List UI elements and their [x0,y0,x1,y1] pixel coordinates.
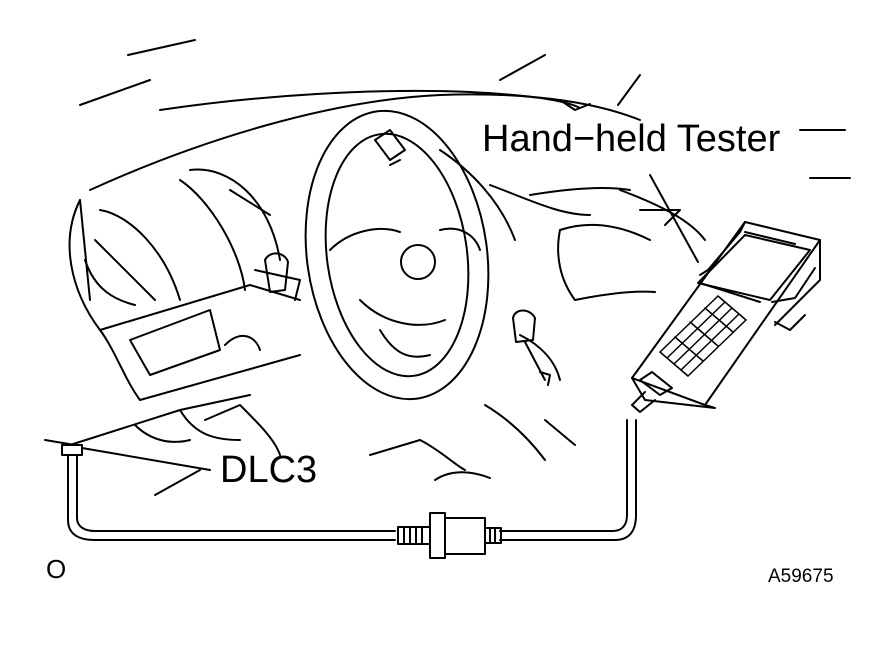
gear-shifter [513,311,560,386]
dlc3-leader-line [82,448,210,470]
figure-code-label: A59675 [768,566,834,587]
steering-wheel [288,99,507,411]
dlc3-label: DLC3 [220,449,318,491]
hand-held-tester [632,222,820,412]
tester-keypad [660,296,746,376]
inline-connector [398,513,501,558]
tester-leader-line [650,175,698,262]
lower-dash-panel [45,253,575,495]
corner-mark-label: O [46,554,67,584]
tester-cable [62,420,636,540]
hand-held-tester-label: Hand−held Tester [482,118,781,160]
dashboard-outline [70,40,850,330]
